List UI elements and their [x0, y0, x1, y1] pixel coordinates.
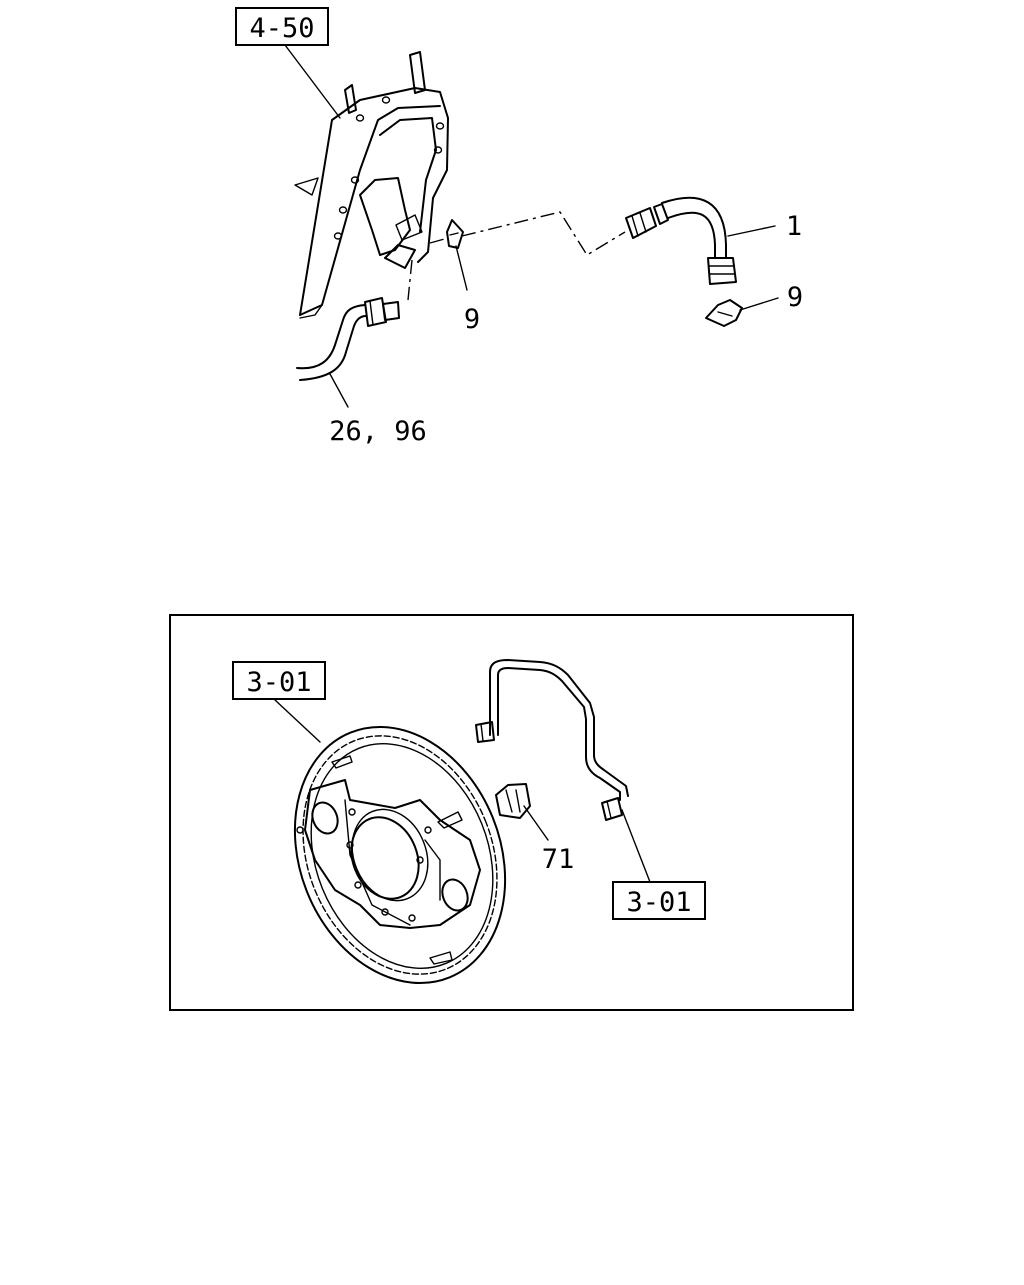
leader-1	[727, 225, 776, 237]
frame-bracket	[294, 51, 449, 319]
clip-right[interactable]	[705, 299, 743, 327]
callout-1: 1	[786, 211, 802, 242]
upper-assembly: 4-50	[235, 7, 803, 447]
leader-9-left	[455, 245, 468, 291]
leader-3-01-plate	[274, 699, 321, 743]
leader-71	[523, 805, 549, 841]
ref-label-3-01-plate[interactable]: 3-01	[232, 661, 326, 700]
ref-label-3-01-plate-text: 3-01	[246, 667, 311, 698]
ref-label-4-50[interactable]: 4-50	[235, 7, 329, 46]
callout-9-right: 9	[787, 282, 803, 313]
centerline-pipe	[407, 259, 413, 301]
ref-label-3-01-pipe-text: 3-01	[626, 887, 691, 918]
clip-left[interactable]	[446, 219, 464, 249]
ref-label-4-50-text: 4-50	[249, 13, 314, 44]
lower-frame	[169, 614, 854, 1011]
brake-pipe-upper[interactable]	[296, 297, 400, 381]
leader-9-right	[739, 297, 779, 311]
centerline-hose	[461, 211, 626, 256]
leader-26-96	[329, 373, 349, 408]
leader-3-01-pipe	[621, 809, 651, 883]
callout-9-left: 9	[464, 304, 480, 335]
brake-pipe-lower[interactable]	[475, 659, 629, 821]
brake-hose[interactable]	[625, 196, 737, 285]
callout-71: 71	[542, 844, 575, 875]
callout-26-96: 26, 96	[329, 416, 427, 447]
lower-assembly: 3-01	[169, 614, 854, 1015]
backing-plate[interactable]	[258, 695, 542, 1015]
ref-label-3-01-pipe[interactable]: 3-01	[612, 881, 706, 920]
centerline-clip	[429, 237, 449, 244]
leader-4-50	[284, 44, 341, 119]
clip-71[interactable]	[495, 783, 531, 819]
